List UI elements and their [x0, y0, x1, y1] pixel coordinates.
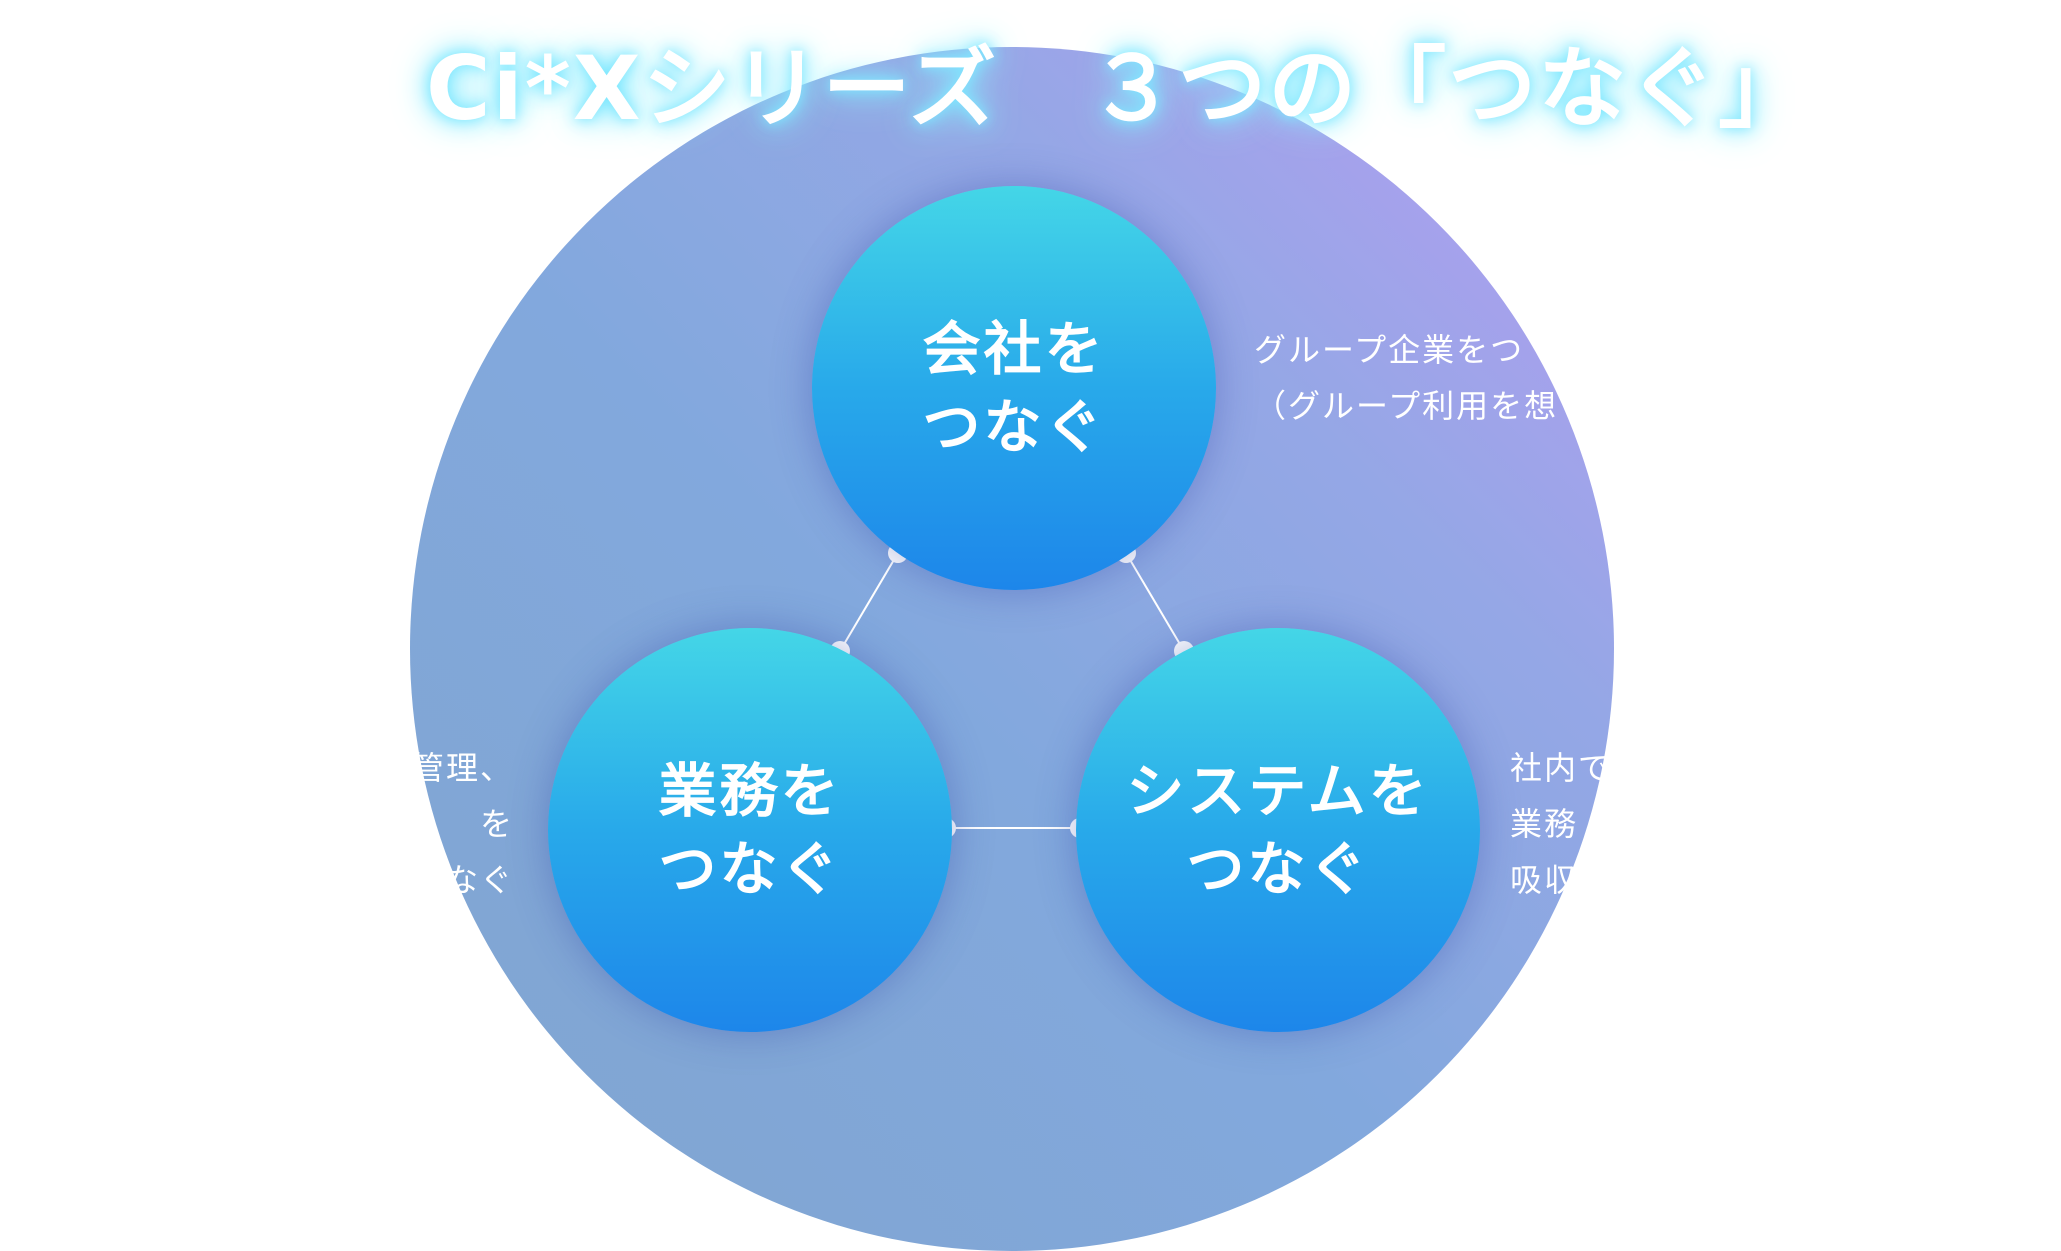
description-system: 社内で 業務 吸収	[1510, 749, 1613, 899]
node-business: 業務を つなぐ	[548, 628, 952, 1032]
description-business: 管理、 を なぐ	[411, 749, 514, 899]
link-top-left	[839, 552, 899, 652]
description-company: グループ企業をつ （グループ利用を想	[1254, 331, 1559, 425]
node-company: 会社を つなぐ	[812, 186, 1216, 590]
node-business-label: 業務を つなぐ	[658, 757, 842, 903]
node-system: システムを つなぐ	[1076, 628, 1480, 1032]
node-company-label: 会社を つなぐ	[922, 315, 1106, 461]
node-system-label: システムを つなぐ	[1126, 757, 1430, 903]
diagram-title: Ci*Xシリーズ ３つの「つなぐ」	[426, 37, 1809, 140]
link-top-right	[1125, 552, 1185, 652]
